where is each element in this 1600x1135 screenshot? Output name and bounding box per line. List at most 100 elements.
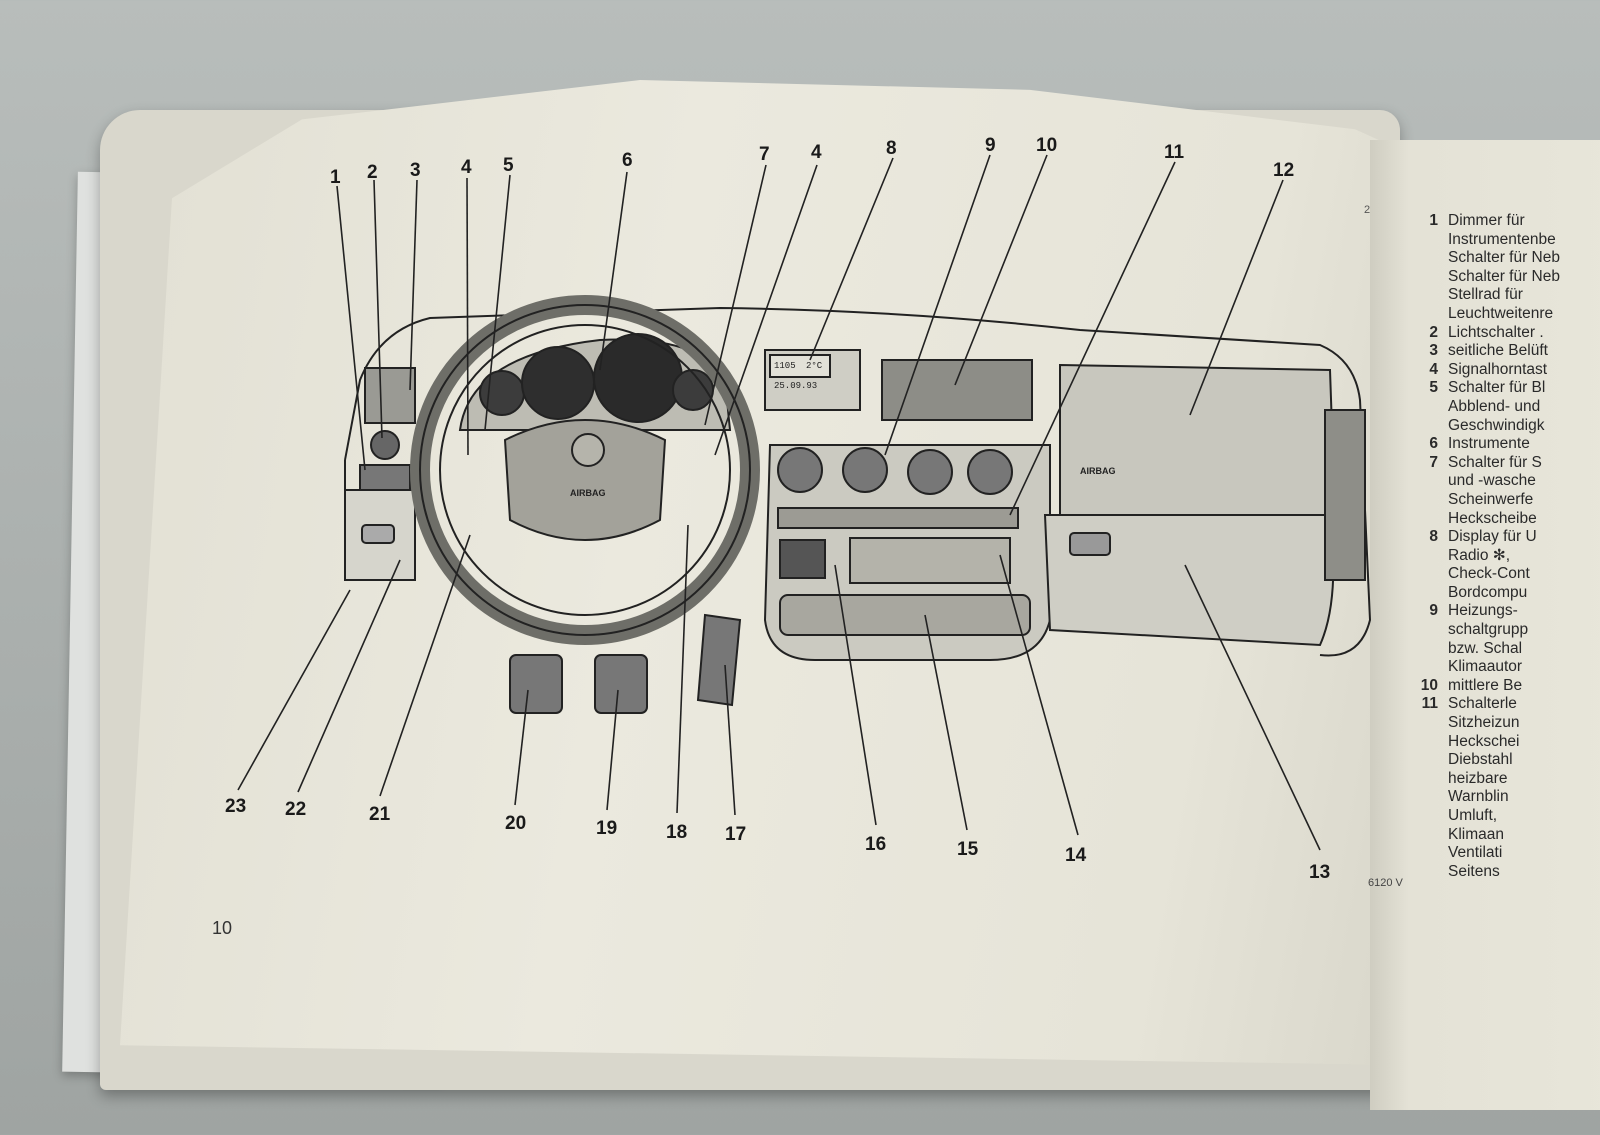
legend-item-1-line-1: Instrumentenbe	[1410, 231, 1600, 250]
callout-12: 12	[1273, 160, 1294, 181]
info-display	[769, 354, 831, 378]
callout-5: 5	[503, 155, 514, 176]
heater-knob-center	[842, 447, 888, 493]
callout-7: 7	[759, 144, 770, 165]
legend-item-11-line-4: heizbare	[1410, 770, 1600, 789]
steering-hub	[503, 419, 667, 541]
callout-6: 6	[622, 150, 633, 171]
legend-item-5: 5 Schalter für Bl	[1410, 379, 1600, 398]
legend-text: Instrumente	[1448, 435, 1530, 453]
legend-text: Bordcompu	[1448, 583, 1528, 601]
legend-item-11: 11 Schalterle	[1410, 695, 1600, 714]
legend-text: Geschwindigk	[1448, 416, 1545, 434]
callout-4b: 4	[811, 142, 822, 163]
legend-text: schaltgrupp	[1448, 621, 1529, 639]
legend-item-1: 1 Dimmer für	[1410, 212, 1600, 231]
legend-number: 7	[1429, 453, 1438, 471]
callout-4a: 4	[461, 157, 472, 178]
legend-item-7-line-2: Scheinwerfe	[1410, 491, 1600, 510]
console-tray	[779, 594, 1031, 636]
legend-text: Heizungs-	[1448, 602, 1518, 620]
legend-item-5-line-2: Geschwindigk	[1410, 417, 1600, 436]
legend-text: Umluft,	[1448, 807, 1498, 824]
legend-number: 8	[1429, 528, 1438, 546]
passenger-airbag-label: AIRBAG	[1080, 466, 1116, 476]
legend-text: Signalhorntast	[1448, 360, 1548, 378]
legend-item-8-line-3: Bordcompu	[1410, 584, 1600, 603]
legend-item-1-line-2: Schalter für Neb	[1410, 249, 1600, 268]
legend-text: Check-Cont	[1448, 565, 1530, 583]
heater-knob-right	[907, 449, 953, 495]
left-storage-handle	[361, 524, 395, 544]
callout-19: 19	[596, 818, 617, 839]
legend-item-9-line-2: bzw. Schal	[1410, 640, 1600, 659]
legend-text: und -wasche	[1448, 472, 1536, 490]
callout-21: 21	[369, 804, 391, 825]
callout-22: 22	[285, 799, 306, 820]
legend-text: Schalter für Bl	[1448, 379, 1546, 397]
figure-code: 6120 V	[1368, 877, 1403, 889]
legend-number: 5	[1429, 379, 1438, 397]
legend-number: 11	[1421, 695, 1438, 713]
legend-item-7-line-3: Heckscheibe	[1410, 510, 1600, 529]
left-vent	[364, 367, 416, 424]
horn-emblem	[571, 433, 605, 467]
leader-lines	[237, 154, 1321, 851]
legend-number: 1	[1429, 212, 1438, 229]
legend-item-11-line-6: Umluft,	[1410, 807, 1600, 826]
legend-item-9-line-1: schaltgrupp	[1410, 621, 1600, 640]
legend-text: Schalter für Neb	[1448, 249, 1560, 267]
legend-text: Lichtschalter .	[1448, 323, 1544, 341]
legend-text: Ventilati	[1448, 844, 1503, 862]
legend-text: bzw. Schal	[1448, 639, 1523, 657]
accelerator-pedal	[696, 613, 742, 707]
brake-pedal	[594, 654, 648, 714]
legend-text: Dimmer für	[1448, 212, 1525, 229]
corner-mark: 2	[1364, 204, 1371, 216]
switch-block	[359, 464, 411, 491]
callout-17: 17	[725, 824, 746, 845]
legend-item-8-line-2: Check-Cont	[1410, 565, 1600, 584]
legend-text: Seitens	[1448, 862, 1500, 880]
legend-item-1-line-3: Schalter für Neb	[1410, 268, 1600, 287]
legend-item-11-line-5: Warnblin	[1410, 788, 1600, 807]
display-temp: 2°C	[806, 361, 823, 371]
legend-item-8-line-1: Radio ✻,	[1410, 547, 1600, 566]
callout-11: 11	[1164, 142, 1185, 163]
callout-2: 2	[367, 162, 378, 183]
heater-knob-extra	[967, 449, 1013, 495]
legend-text: Warnblin	[1448, 788, 1509, 806]
callout-10: 10	[1036, 135, 1057, 156]
glovebox-handle	[1069, 532, 1111, 556]
tachometer	[521, 346, 595, 420]
legend-text: Sitzheizun	[1448, 714, 1520, 732]
legend-text: Radio ✻,	[1448, 546, 1511, 564]
center-vent	[881, 359, 1033, 421]
callout-23: 23	[225, 796, 246, 817]
legend-number: 10	[1420, 676, 1438, 694]
legend-item-1-line-4: Stellrad für	[1410, 286, 1600, 305]
legend-text: Display für U	[1448, 528, 1537, 546]
radio	[849, 537, 1011, 584]
legend-text: Leuchtweitenre	[1448, 304, 1554, 322]
legend-item-11-line-8: Ventilati	[1410, 844, 1600, 863]
legend-text: Schalterle	[1448, 695, 1517, 713]
legend-item-1-line-5: Leuchtweitenre	[1410, 305, 1600, 324]
callout-3: 3	[410, 160, 421, 181]
legend-item-10: 10 mittlere Be	[1410, 677, 1600, 696]
legend-item-7-line-1: und -wasche	[1410, 472, 1600, 491]
legend-text: mittlere Be	[1448, 676, 1523, 694]
legend-item-11-line-7: Klimaan	[1410, 826, 1600, 845]
legend-text: Scheinwerfe	[1448, 490, 1534, 508]
legend-text: heizbare	[1448, 769, 1508, 787]
legend-item-5-line-1: Abblend- und	[1410, 398, 1600, 417]
legend-text: Klimaan	[1448, 825, 1504, 843]
legend-number: 3	[1429, 342, 1438, 360]
